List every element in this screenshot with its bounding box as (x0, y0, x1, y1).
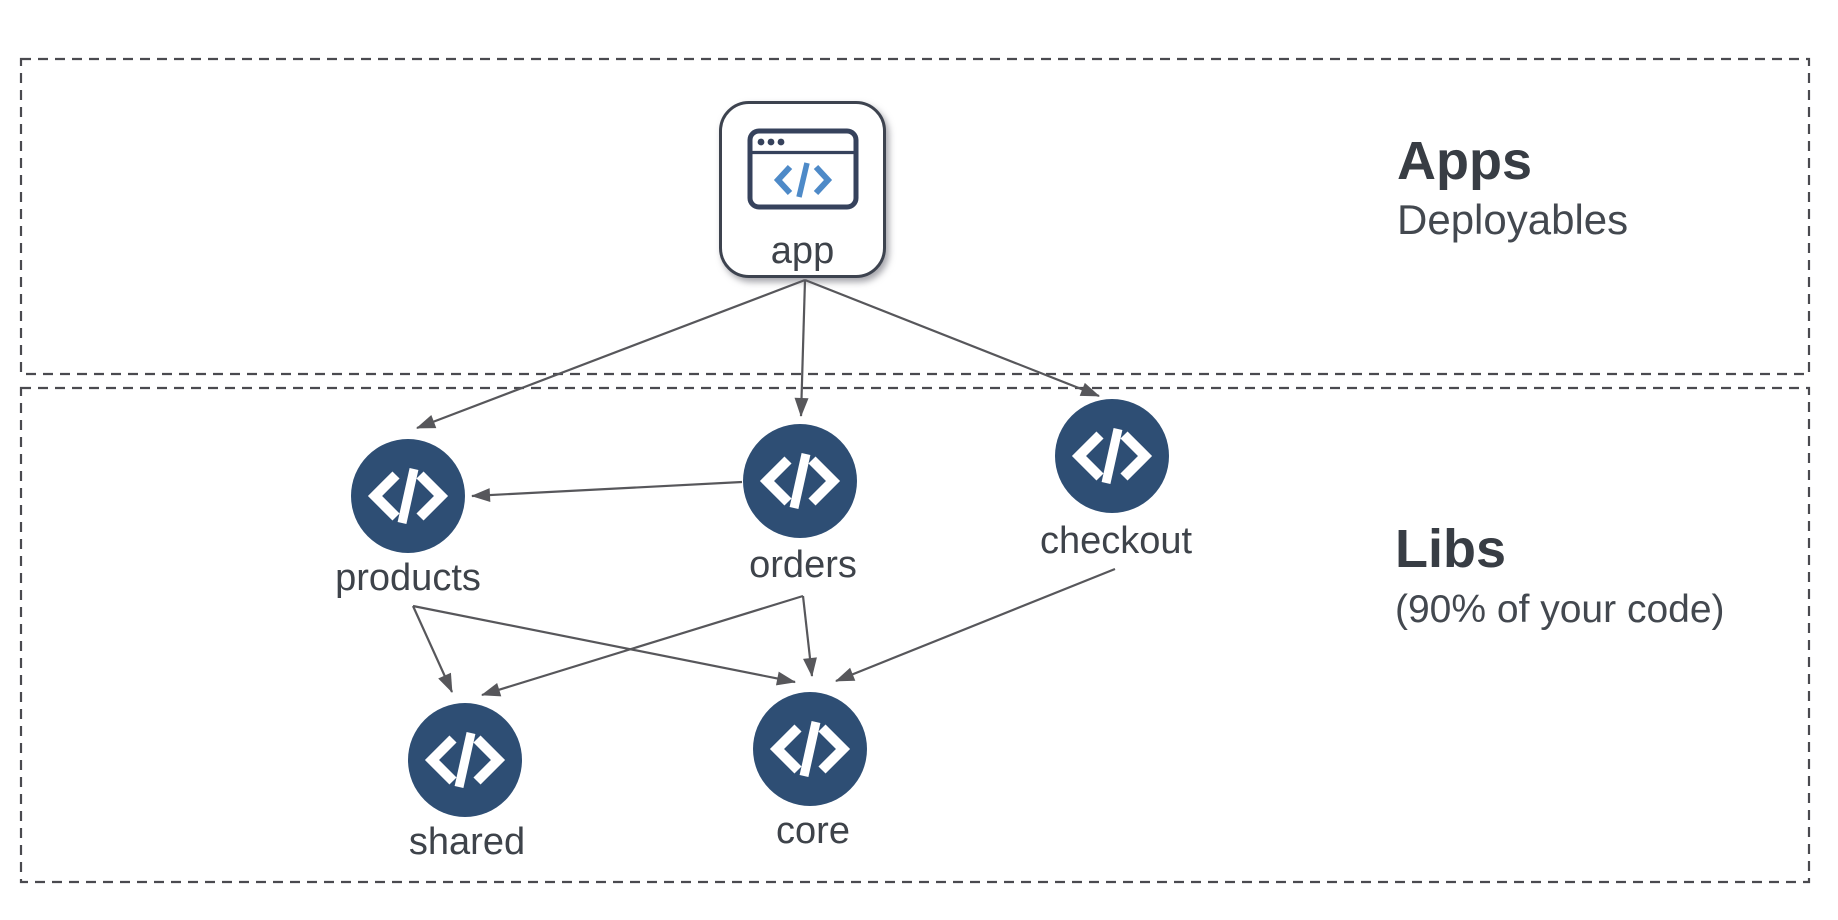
edge-app-products (416, 278, 806, 430)
node-orders (743, 424, 857, 538)
edge-orders-shared (481, 594, 804, 697)
node-app: app (719, 101, 886, 278)
node-core (753, 692, 867, 806)
edge-products-core (412, 604, 796, 686)
code-icon (367, 468, 449, 524)
libs-region-subtitle: (90% of your code) (1395, 588, 1725, 632)
node-checkout (1055, 399, 1169, 513)
libs-region-title: Libs (1395, 519, 1507, 579)
node-checkout-label: checkout (1039, 520, 1193, 562)
apps-region-label: Apps Deployables (1397, 130, 1628, 244)
node-products-label: products (335, 557, 481, 599)
edge-checkout-core (835, 567, 1116, 683)
apps-region-subtitle: Deployables (1397, 196, 1629, 244)
node-shared (408, 703, 522, 817)
node-app-label: app (770, 230, 835, 272)
edge-app-orders (794, 279, 809, 417)
apps-region-title: Apps (1397, 131, 1532, 191)
code-icon (1071, 428, 1153, 484)
code-icon (769, 721, 851, 777)
browser-code-icon (747, 128, 859, 210)
node-products (351, 439, 465, 553)
node-shared-label: shared (408, 821, 526, 863)
libs-region-border (19, 386, 1811, 884)
code-icon (424, 732, 506, 788)
edge-orders-products (471, 480, 743, 503)
code-icon (759, 453, 841, 509)
libs-region-label: Libs (90% of your code) (1395, 518, 1725, 633)
node-core-label: core (776, 810, 850, 852)
apps-region-border (19, 57, 1811, 376)
edge-orders-core (801, 595, 817, 677)
node-orders-label: orders (749, 544, 857, 586)
edge-products-shared (411, 605, 454, 693)
edge-app-checkout (804, 278, 1100, 398)
